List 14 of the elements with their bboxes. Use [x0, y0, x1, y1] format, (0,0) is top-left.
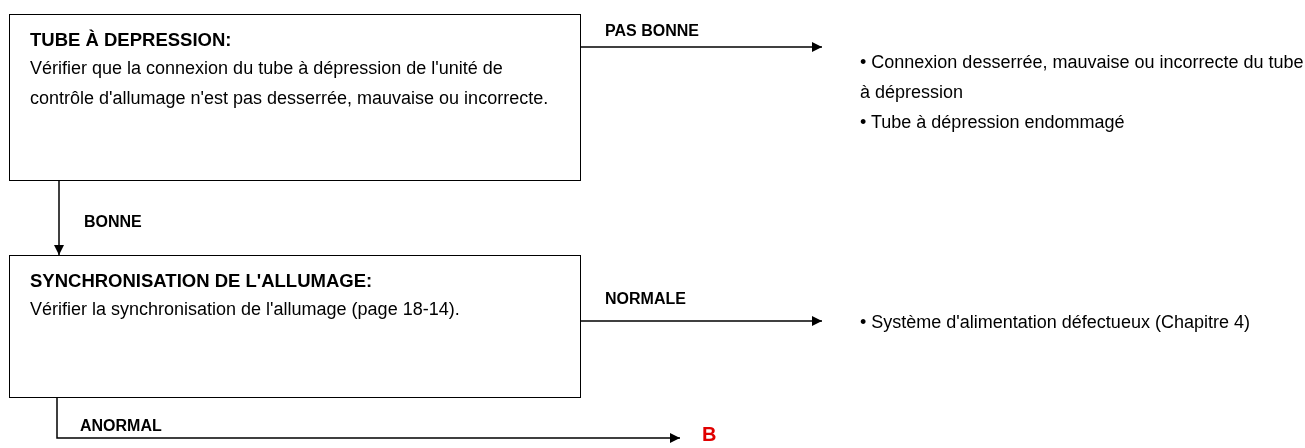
process-box	[9, 255, 581, 398]
arrow	[580, 42, 823, 52]
result-item: • Connexion desserrée, mauvaise ou incorrecte du tube à dépression	[860, 51, 1305, 104]
arrow	[56, 397, 681, 443]
connector-letter: B	[702, 423, 718, 445]
arrow	[54, 180, 64, 256]
box-heading: TUBE À DEPRESSION:	[30, 28, 233, 52]
box-text: Vérifier la synchronisation de l'allumage (page 18-14).	[30, 298, 461, 321]
result-item: • Système d'alimentation défectueux (Chapitre 4)	[860, 311, 1251, 334]
box-heading: SYNCHRONISATION DE L'ALLUMAGE:	[30, 269, 374, 293]
process-box	[9, 14, 581, 181]
arrow	[580, 316, 823, 326]
result-item: • Tube à dépression endommagé	[860, 111, 1126, 134]
box-text: Vérifier que la connexion du tube à dépression de l'unité de contrôle d'allumage n'est pas desserrée, mauvaise ou incorrecte.	[30, 57, 550, 110]
